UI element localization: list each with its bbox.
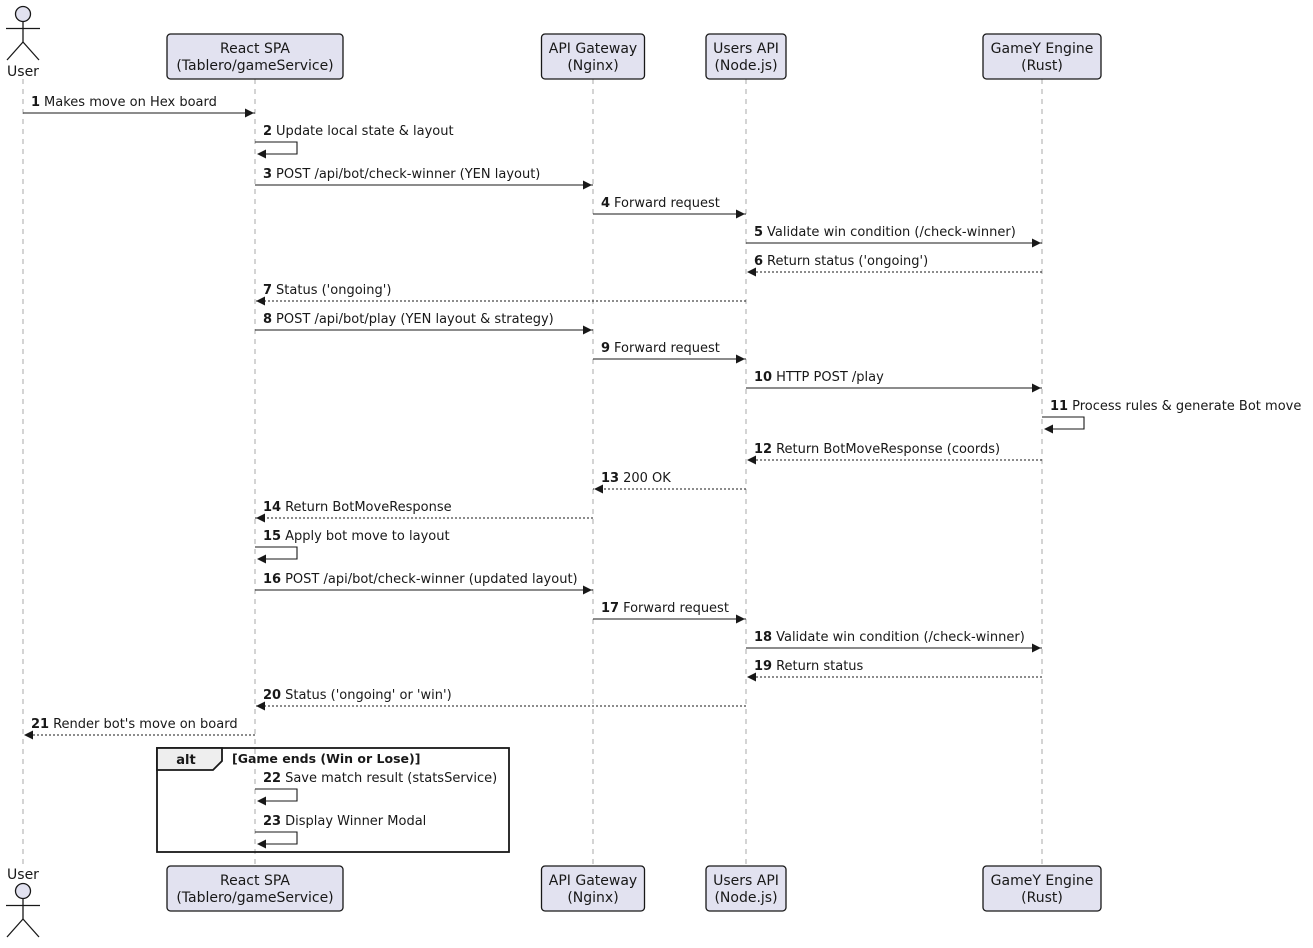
participant-box-react-top [166,33,344,80]
message-8-arrowhead-icon [583,325,592,335]
message-15-arrowhead-icon [257,554,266,564]
message-6-arrowhead-icon [747,267,756,277]
message-10-arrowhead-icon [1032,383,1041,393]
message-1-arrowhead-icon [245,108,254,118]
participant-box-users-bottom [705,865,787,912]
participant-box-gateway-bottom [540,865,646,912]
actor-leg-icon [6,918,24,938]
message-23-self-arrow [255,831,298,845]
participant-label-users-top: Users API(Node.js) [713,41,779,74]
participant-label-react-top: React SPA(Tablero/gameService) [176,41,333,74]
message-5-arrowhead-icon [1032,238,1041,248]
actor-head-icon [14,5,32,23]
alt-operator-label: alt [176,753,195,768]
message-13-arrowhead-icon [594,484,603,494]
message-18-arrowhead-icon [1032,643,1041,653]
participant-label-gateway-bottom: API Gateway(Nginx) [549,873,637,906]
message-11-arrowhead-icon [1044,424,1053,434]
participant-box-react-bottom [166,865,344,912]
message-22-arrowhead-icon [257,796,266,806]
actor-label-user-bottom: User [7,867,39,883]
actor-leg-icon [6,41,24,61]
participant-label-gateway-top: API Gateway(Nginx) [549,41,637,74]
message-16-arrowhead-icon [583,585,592,595]
message-7-arrowhead-icon [256,296,265,306]
actor-label-user-top: User [7,64,39,80]
participant-box-users-top [705,33,787,80]
participant-label-gamey-top: GameY Engine(Rust) [991,41,1094,74]
participant-box-gamey-bottom [982,865,1102,912]
message-15-self-arrow [255,546,298,560]
message-14-arrowhead-icon [256,513,265,523]
participant-box-gateway-top [540,33,646,80]
message-21-arrowhead-icon [24,730,33,740]
message-9-arrowhead-icon [736,354,745,364]
participant-label-users-bottom: Users API(Node.js) [713,873,779,906]
participant-label-gamey-bottom: GameY Engine(Rust) [991,873,1094,906]
message-23-arrowhead-icon [257,839,266,849]
alt-fragment-header-tab [156,747,223,771]
alt-condition-label: [Game ends (Win or Lose)] [232,751,420,766]
message-12-arrowhead-icon [747,455,756,465]
message-3-arrowhead-icon [583,180,592,190]
actor-head-icon [14,882,32,900]
message-2-arrowhead-icon [257,149,266,159]
message-20-arrowhead-icon [256,701,265,711]
actor-leg-icon [22,918,40,938]
message-22-self-arrow [255,788,298,802]
message-2-self-arrow [255,141,298,155]
participant-box-gamey-top [982,33,1102,80]
message-4-arrowhead-icon [736,209,745,219]
alt-fragment-frame [156,747,510,853]
participant-label-react-bottom: React SPA(Tablero/gameService) [176,873,333,906]
message-19-arrowhead-icon [747,672,756,682]
message-11-self-arrow [1042,416,1085,430]
actor-leg-icon [22,41,40,61]
message-17-arrowhead-icon [736,614,745,624]
